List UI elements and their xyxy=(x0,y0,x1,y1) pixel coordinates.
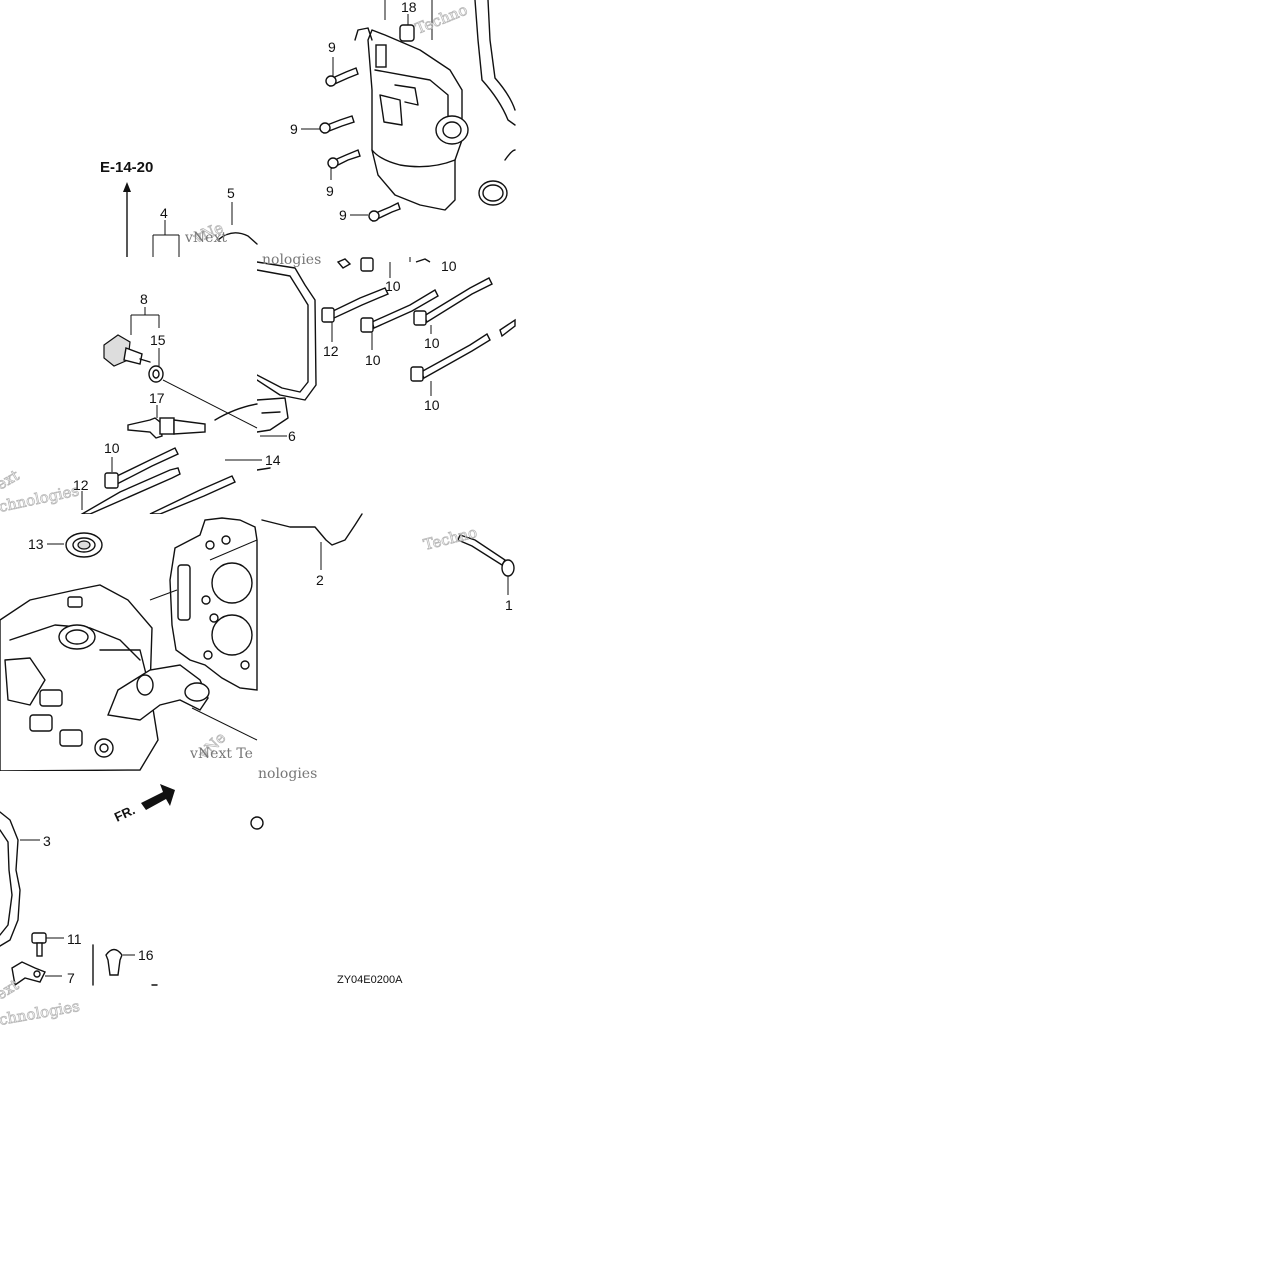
callout-9: 9 xyxy=(339,207,347,223)
callout-3: 3 xyxy=(43,833,51,849)
head-gasket xyxy=(169,517,258,691)
callout-1: 1 xyxy=(505,597,513,613)
callout-10: 10 xyxy=(104,440,120,456)
callout-6: 6 xyxy=(288,428,296,444)
callout-7: 7 xyxy=(67,970,75,986)
breather-fitting xyxy=(399,24,415,42)
tile-small-parts: FR. ext chnologies xyxy=(0,771,264,1029)
callout-15: 15 xyxy=(150,332,166,348)
watermark: vNext xyxy=(184,230,227,246)
watermark: vNext Te xyxy=(189,746,253,762)
callout-9: 9 xyxy=(326,183,334,199)
callout-labels: 18 9 9 9 9 4 5 8 15 17 10 12 6 14 10 10 … xyxy=(28,0,513,986)
callout-5: 5 xyxy=(227,185,235,201)
callout-10: 10 xyxy=(385,278,401,294)
clip-7 xyxy=(11,961,62,987)
exhaust-manifold xyxy=(107,664,210,721)
callout-9: 9 xyxy=(290,121,298,137)
callout-16: 16 xyxy=(138,947,154,963)
callout-14: 14 xyxy=(265,452,281,468)
bolt-11 xyxy=(31,932,64,957)
callout-9: 9 xyxy=(328,39,336,55)
head-cover-gasket xyxy=(474,0,516,126)
callout-4: 4 xyxy=(160,205,168,221)
bolts-9 xyxy=(319,67,401,222)
callout-10: 10 xyxy=(424,335,440,351)
callout-2: 2 xyxy=(316,572,324,588)
sealing-washer xyxy=(148,365,164,383)
spark-plug xyxy=(127,405,206,439)
tile-bolts: nologies xyxy=(256,252,516,514)
cylinder-head xyxy=(0,584,159,772)
head-cover-gasket-lower xyxy=(256,261,317,401)
callout-12: 12 xyxy=(323,343,339,359)
inset-16 xyxy=(92,944,158,986)
o-ring xyxy=(478,180,508,206)
callout-8: 8 xyxy=(140,291,148,307)
callout-10: 10 xyxy=(441,258,457,274)
callout-10: 10 xyxy=(424,397,440,413)
callout-11: 11 xyxy=(67,931,82,947)
tile-sensor: ext chnologies xyxy=(0,257,287,516)
watermark: nologies xyxy=(262,252,321,268)
callout-10: 10 xyxy=(365,352,381,368)
callout-12: 12 xyxy=(73,477,89,493)
head-cover xyxy=(367,29,463,211)
callout-13: 13 xyxy=(28,536,44,552)
tile-reference: E-14-20 vNe vNext xyxy=(0,150,258,258)
callout-17: 17 xyxy=(149,390,165,406)
callout-18: 18 xyxy=(401,0,417,15)
reference-label: E-14-20 xyxy=(100,159,153,176)
long-bolts-10 xyxy=(321,257,516,382)
tile-gasket: Techno xyxy=(257,513,515,771)
gasket-edge xyxy=(0,811,21,947)
oil-seal xyxy=(65,532,103,558)
tile-head-cover: Techno xyxy=(257,0,516,257)
head-bolt-1 xyxy=(457,534,515,595)
tile-cylinder-head: vNe vNext Te xyxy=(0,514,258,772)
watermark: nologies xyxy=(258,766,317,782)
temperature-sensor xyxy=(103,334,151,367)
drawing-code: ZY04E0200A xyxy=(337,974,403,986)
